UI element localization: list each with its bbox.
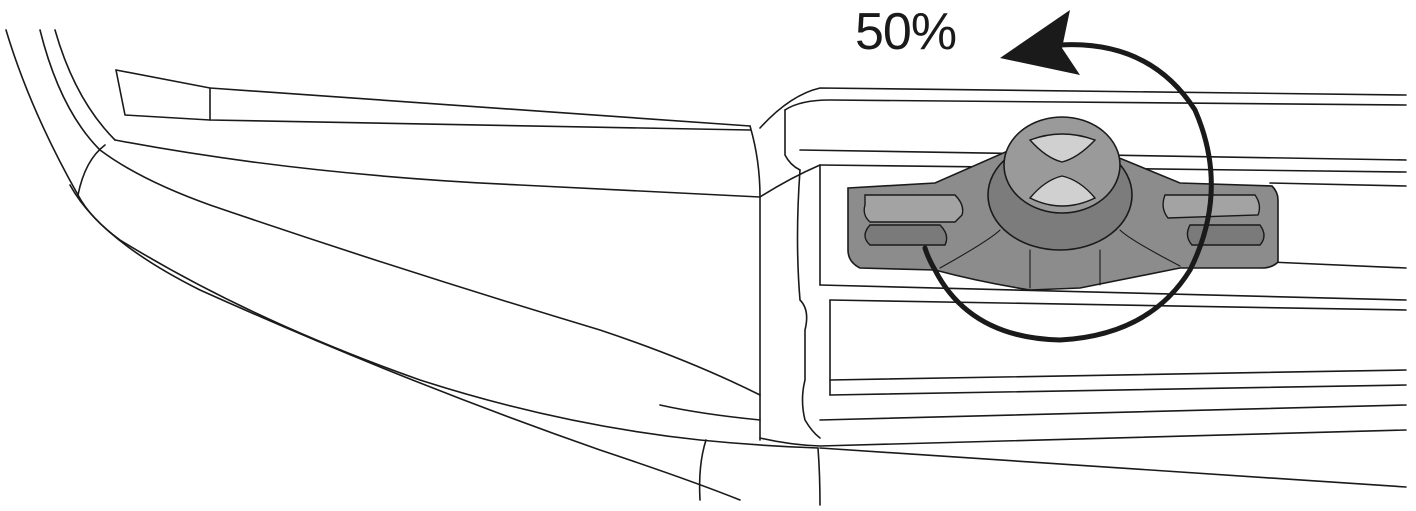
rotation-arrow-icon <box>922 10 1214 343</box>
rotation-percentage-label: 50% <box>855 3 957 61</box>
housing-outline <box>5 29 821 506</box>
lid-trim <box>114 69 821 441</box>
clamp-part <box>847 116 1279 291</box>
